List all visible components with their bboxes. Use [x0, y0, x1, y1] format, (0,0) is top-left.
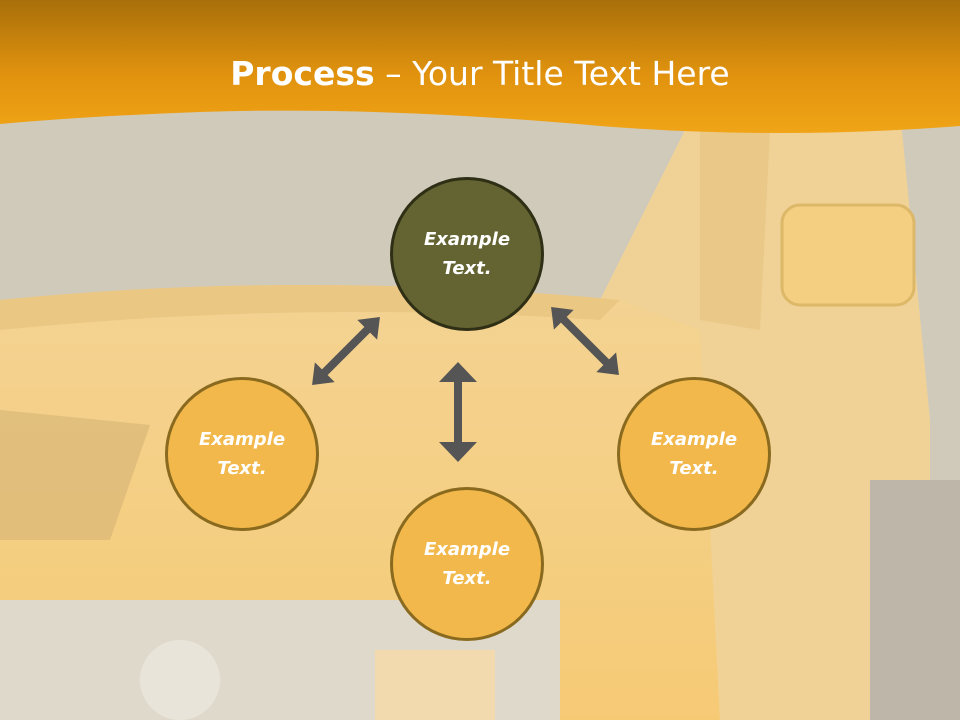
process-node-left: Example Text. — [165, 377, 319, 531]
process-node-right-label: Example Text. — [650, 429, 738, 479]
process-node-left-label: Example Text. — [198, 429, 286, 479]
process-node-top-label: Example Text. — [423, 229, 511, 279]
title-rest: Your Title Text Here — [412, 54, 730, 93]
process-node-top: Example Text. — [390, 177, 544, 331]
arrow-top-right — [551, 307, 619, 375]
arrow-top-left — [312, 317, 380, 385]
title-bold: Process — [230, 54, 375, 93]
slide-title: Process – Your Title Text Here — [0, 52, 960, 96]
process-node-bottom: Example Text. — [390, 487, 544, 641]
arrow-center-vertical — [439, 362, 477, 462]
process-node-bottom-label: Example Text. — [423, 539, 511, 589]
title-separator: – — [374, 54, 413, 93]
process-node-right: Example Text. — [617, 377, 771, 531]
